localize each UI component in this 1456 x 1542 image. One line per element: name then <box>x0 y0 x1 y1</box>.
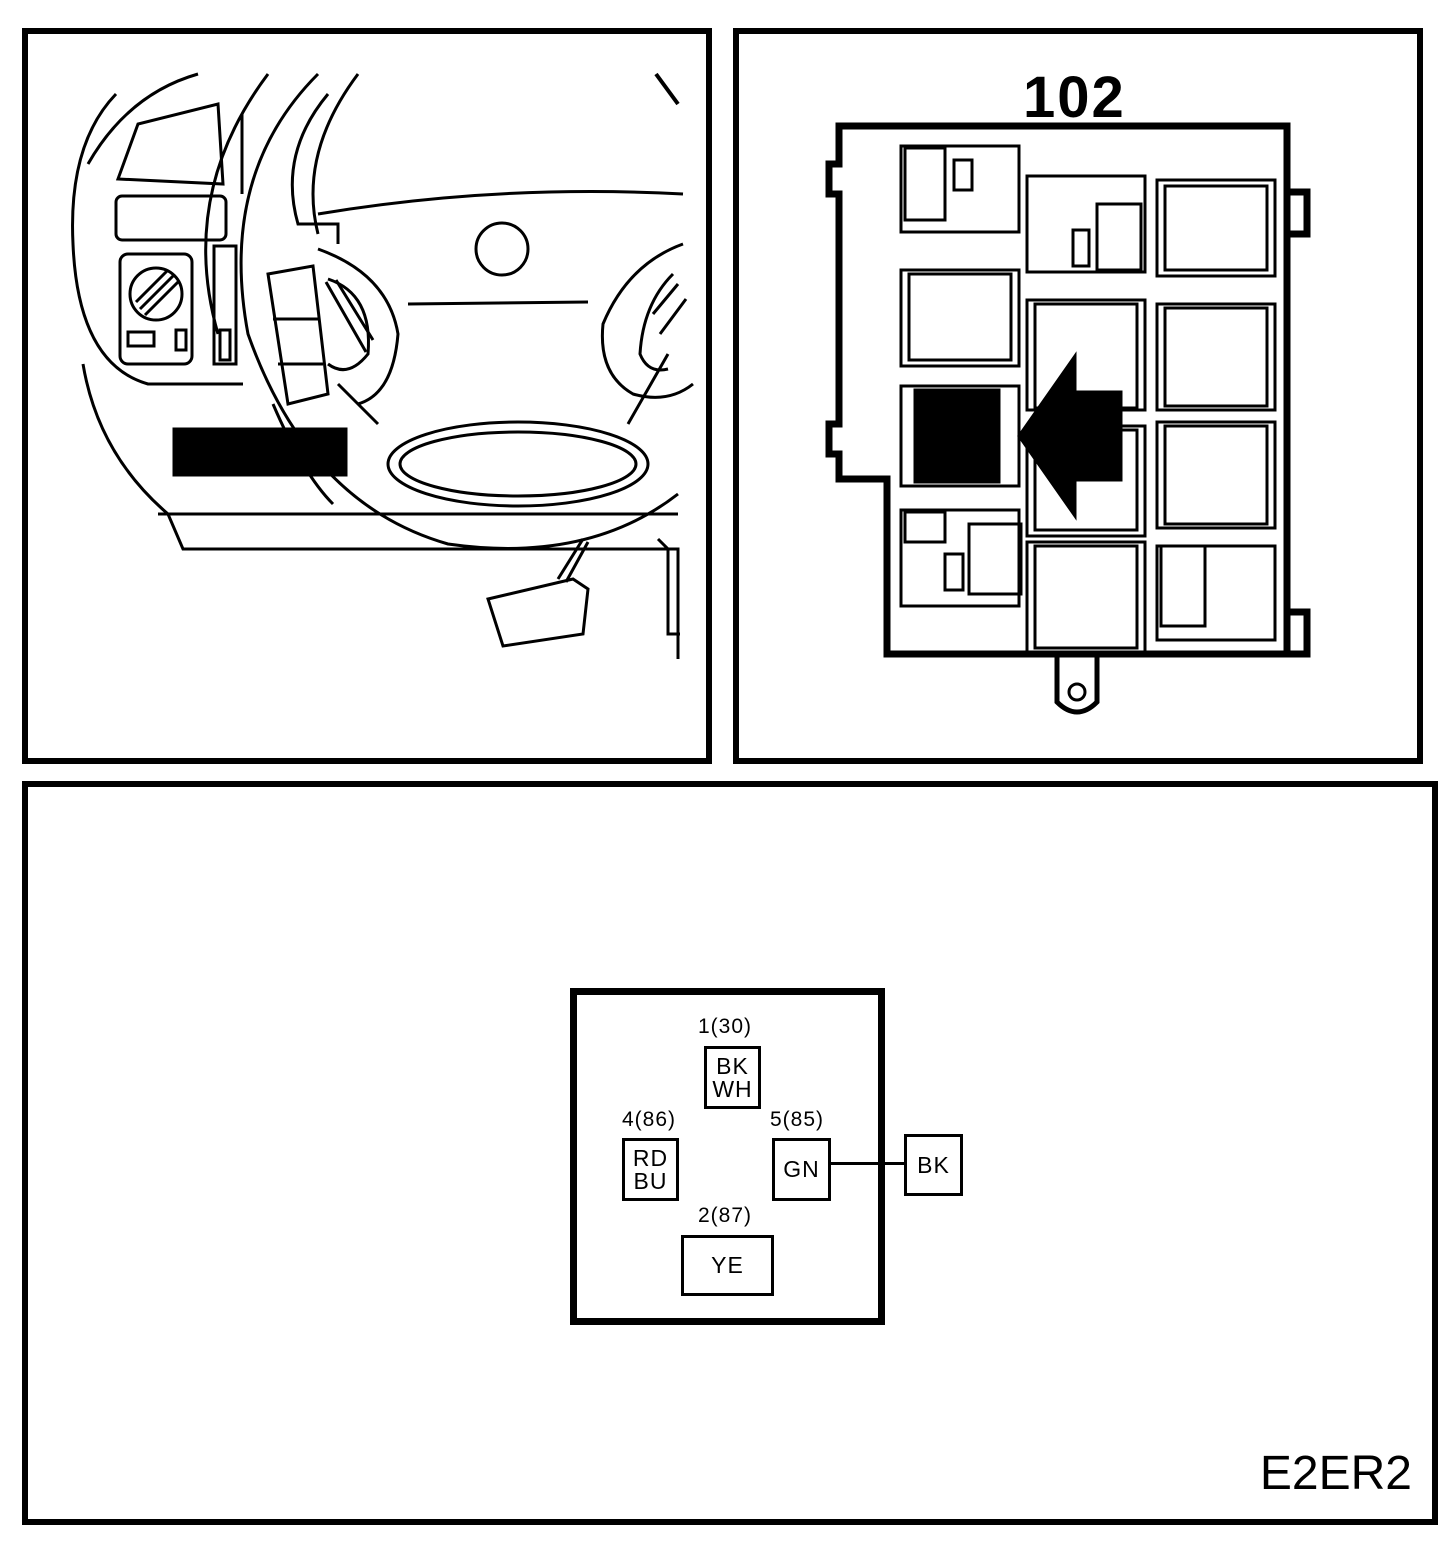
pin-1-color-1: BK <box>716 1052 749 1079</box>
fusebox-relay-view: 102 <box>733 28 1423 764</box>
pin-4-box: RD BU <box>622 1138 679 1201</box>
dashboard-location-view <box>22 28 712 764</box>
pin-4-color-1: RD <box>632 1144 669 1171</box>
ground-wire <box>829 1162 906 1165</box>
pin-2-color-1: YE <box>711 1252 744 1278</box>
ground-box: BK <box>904 1134 963 1196</box>
dashboard-drawing <box>71 72 694 659</box>
pedal <box>486 577 590 648</box>
pin-1-color-2: WH <box>712 1075 753 1102</box>
connector-housing: 1(30) BK WH 4(86) RD BU 5(85) GN 2(87) Y… <box>570 988 885 1325</box>
steering-column-oval <box>386 420 650 508</box>
fusebox-number-title: 102 <box>1023 65 1126 130</box>
light-switch-panel <box>118 252 194 366</box>
light-switch-knob <box>128 266 184 322</box>
mounting-tab <box>1054 656 1100 715</box>
pin-5-color-1: GN <box>783 1156 820 1182</box>
pin-2-box: YE <box>681 1235 774 1296</box>
ground-color: BK <box>917 1151 950 1178</box>
pin-5-box: GN <box>772 1138 831 1201</box>
diagram-id: E2ER2 <box>1259 1447 1412 1500</box>
fusebox-drawing <box>825 122 1311 715</box>
arrow-icon <box>1017 351 1123 521</box>
connector-pinout-view: 1(30) BK WH 4(86) RD BU 5(85) GN 2(87) Y… <box>22 781 1438 1525</box>
pin-1-box: BK WH <box>704 1046 761 1109</box>
pin-4-color-2: BU <box>633 1167 668 1194</box>
highlighted-relay <box>913 388 1001 484</box>
pin-2-number: 2(87) <box>698 1204 753 1227</box>
fusebox-location-marker <box>172 427 348 477</box>
pin-5-number: 5(85) <box>770 1108 825 1131</box>
pin-4-number: 4(86) <box>622 1108 677 1131</box>
fusebox-housing <box>825 122 1291 658</box>
pin-1-number: 1(30) <box>698 1015 753 1038</box>
